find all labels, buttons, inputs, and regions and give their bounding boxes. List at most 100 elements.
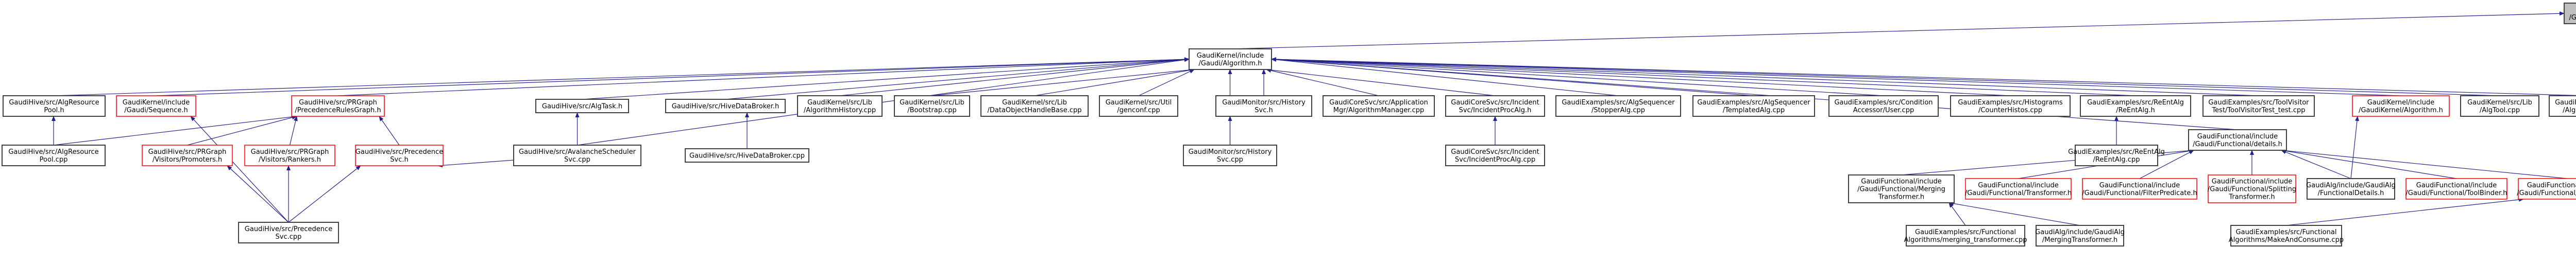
node-galg_mergingtransformer_h[interactable]: GaudiAlg/include/GaudiAlg/MergingTransfo… (2035, 225, 2125, 247)
node-bootstrap_cpp[interactable]: GaudiKernel/src/Lib/Bootstrap.cpp (894, 95, 970, 117)
node-algorithm_cpp[interactable]: GaudiKernel/src/Lib/Algorithm.cpp (2549, 95, 2576, 117)
node-ftransformer_h[interactable]: GaudiFunctional/include/Gaudi/Functional… (1965, 178, 2072, 200)
node-algtool_cpp[interactable]: GaudiKernel/src/Lib/AlgTool.cpp (2460, 95, 2539, 117)
node-box[interactable] (1189, 48, 1272, 70)
node-hivedatabroker_h[interactable]: GaudiHive/src/HiveDataBroker.h (665, 99, 786, 113)
node-algtask_h[interactable]: GaudiHive/src/AlgTask.h (535, 99, 629, 113)
node-box[interactable] (535, 99, 629, 113)
node-box[interactable] (1906, 225, 2025, 247)
root-node-box[interactable] (2564, 3, 2576, 24)
node-box[interactable] (1099, 95, 1178, 117)
edge-algorithmmanager_cpp-to-gaudi_algorithm_h (1266, 68, 1379, 96)
node-box[interactable] (797, 95, 883, 117)
node-box[interactable] (3, 95, 106, 117)
node-box[interactable] (2075, 145, 2158, 166)
node-box[interactable] (2, 145, 106, 166)
node-box[interactable] (238, 222, 339, 243)
node-box[interactable] (2188, 129, 2287, 151)
node-rankers_h[interactable]: GaudiHive/src/PRGraph/Visitors/Rankers.h (244, 145, 335, 166)
node-ftoolbinder_h[interactable]: GaudiFunctional/include/Gaudi/Functional… (2405, 178, 2507, 200)
node-box[interactable] (2352, 95, 2450, 117)
node-iexceptionsvc_h[interactable]: GaudiKernel/include/GaudiKernel/IExcepti… (2564, 3, 2576, 24)
node-sequence_h[interactable]: GaudiKernel/include/Gaudi/Sequence.h (116, 95, 196, 117)
node-box[interactable] (2230, 225, 2342, 247)
node-box[interactable] (355, 145, 444, 166)
edge-incidentprocalg_h-to-gaudi_algorithm_h (1266, 68, 1496, 96)
node-box[interactable] (244, 145, 335, 166)
node-counterhistos_cpp[interactable]: GaudiExamples/src/Histograms/CounterHist… (1950, 95, 2071, 117)
node-gk_algorithm_h[interactable]: GaudiKernel/include/GaudiKernel/Algorith… (2352, 95, 2450, 117)
node-box[interactable] (1848, 174, 1955, 203)
node-promoters_h[interactable]: GaudiHive/src/PRGraph/Visitors/Promoters… (142, 145, 233, 166)
node-box[interactable] (1950, 95, 2071, 117)
node-box[interactable] (1555, 95, 1681, 117)
node-reentalg_h[interactable]: GaudiExamples/src/ReEntAlg/ReEntAlg.h (2080, 95, 2191, 117)
node-box[interactable] (142, 145, 233, 166)
node-galg_functionaldetails_h[interactable]: GaudiAlg/include/GaudiAlg/FunctionalDeta… (2306, 178, 2396, 200)
node-box[interactable] (685, 148, 809, 163)
node-details_h[interactable]: GaudiFunctional/include/Gaudi/Functional… (2188, 129, 2287, 151)
edge-algorithmhistory_cpp-to-gaudi_algorithm_h (839, 57, 1190, 96)
node-algorithmhistory_cpp[interactable]: GaudiKernel/src/Lib/AlgorithmHistory.cpp (797, 95, 883, 117)
node-ffilterpredicate_h[interactable]: GaudiFunctional/include/Gaudi/Functional… (2082, 178, 2197, 200)
node-box[interactable] (2518, 178, 2576, 200)
node-label: GaudiKernel/src/Util/genconf.cpp (1106, 99, 1172, 114)
node-box[interactable] (1445, 95, 1545, 117)
node-box[interactable] (1828, 95, 1939, 117)
node-gaudi_algorithm_h[interactable]: GaudiKernel/include/Gaudi/Algorithm.h (1189, 48, 1272, 70)
node-box[interactable] (2036, 225, 2124, 247)
node-box[interactable] (665, 99, 786, 113)
node-precedencerulesgraph_h[interactable]: GaudiHive/src/PRGraph/PrecedenceRulesGra… (291, 95, 385, 117)
node-box[interactable] (2307, 178, 2395, 200)
edge-toolvisitortest_cpp-to-gaudi_algorithm_h (1271, 57, 2259, 96)
node-box[interactable] (291, 95, 385, 117)
node-fconsumer_h[interactable]: GaudiFunctional/include/Gaudi/Functional… (2517, 178, 2576, 200)
node-box[interactable] (1183, 145, 1277, 166)
node-box[interactable] (980, 95, 1089, 117)
node-box[interactable] (2405, 178, 2507, 200)
node-box[interactable] (2080, 95, 2191, 117)
node-dataobjecthandlebase_cpp[interactable]: GaudiKernel/src/Lib/DataObjectHandleBase… (980, 95, 1089, 117)
node-box[interactable] (894, 95, 970, 117)
node-label: GaudiFunctional/include/Gaudi/Functional… (2193, 133, 2282, 148)
node-box[interactable] (1323, 95, 1435, 117)
node-fmerging_h[interactable]: GaudiFunctional/include/Gaudi/Functional… (1848, 174, 1955, 203)
node-genconf_cpp[interactable]: GaudiKernel/src/Util/genconf.cpp (1099, 95, 1178, 117)
node-box[interactable] (513, 145, 641, 166)
node-reentalg_cpp[interactable]: GaudiExamples/src/ReEntAlg/ReEntAlg.cpp (2068, 145, 2165, 166)
node-box[interactable] (2202, 95, 2315, 117)
node-box[interactable] (1965, 178, 2072, 200)
node-box[interactable] (1215, 95, 1312, 117)
node-stopperalg_cpp[interactable]: GaudiExamples/src/AlgSequencer/StopperAl… (1555, 95, 1681, 117)
node-fsplitting_h[interactable]: GaudiFunctional/include/Gaudi/Functional… (2208, 174, 2296, 203)
node-box[interactable] (2208, 174, 2296, 203)
node-box[interactable] (2549, 95, 2576, 117)
node-templatedalg_cpp[interactable]: GaudiExamples/src/AlgSequencer/Templated… (1692, 95, 1815, 117)
node-hivedatabroker_cpp[interactable]: GaudiHive/src/HiveDataBroker.cpp (685, 148, 809, 163)
node-box[interactable] (2460, 95, 2539, 117)
node-box[interactable] (2082, 178, 2197, 200)
node-box[interactable] (1445, 145, 1545, 166)
node-box[interactable] (1692, 95, 1815, 117)
edge-ftoolbinder_h-to-details_h (2281, 149, 2457, 179)
node-box[interactable] (116, 95, 196, 117)
node-label: GaudiHive/src/PRGraph/Visitors/Rankers.h (251, 148, 329, 164)
